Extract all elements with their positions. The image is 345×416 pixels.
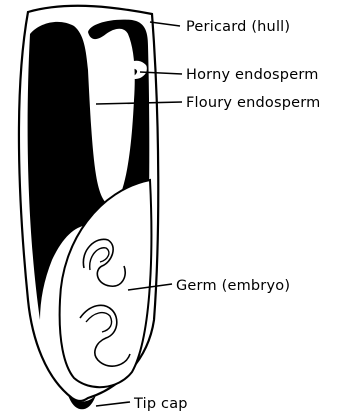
label-horny-endosperm: Horny endosperm — [186, 67, 319, 83]
label-floury-endosperm: Floury endosperm — [186, 95, 320, 111]
leader-tip-cap — [96, 402, 130, 406]
label-pericarp: Pericard (hull) — [186, 19, 290, 35]
label-tip-cap: Tip cap — [133, 396, 188, 412]
kernel-drawing — [19, 6, 158, 409]
leader-pericarp — [150, 22, 180, 26]
labels: Pericard (hull) Horny endosperm Floury e… — [133, 19, 320, 412]
label-germ: Germ (embryo) — [176, 278, 290, 294]
